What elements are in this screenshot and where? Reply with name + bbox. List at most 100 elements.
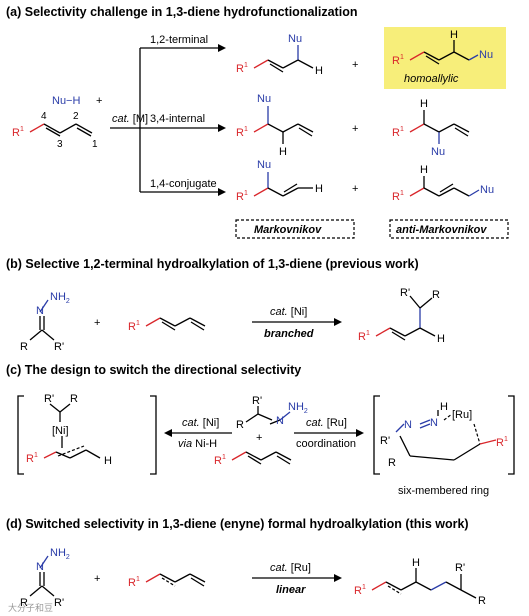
nu-label-p1: Nu — [288, 33, 302, 45]
h-label-ni: H — [104, 455, 112, 467]
r1-label-d-product: R1 — [354, 584, 366, 597]
r1-label-d: R1 — [128, 576, 140, 589]
product-1-4-anti-markovnikov — [409, 176, 480, 197]
r-prime-label-d: R' — [54, 597, 64, 609]
arrow-to-ni — [164, 429, 232, 437]
cat-ru-c: cat. [Ru] — [306, 417, 347, 429]
nu-label-p5: Nu — [257, 159, 271, 171]
r-prime-label-d-product: R' — [455, 562, 465, 574]
n-label-c: N — [276, 415, 284, 427]
r1-label-ni: R1 — [26, 452, 38, 465]
r1-label-ru: R1 — [496, 436, 508, 449]
diene-c — [231, 451, 292, 465]
route-1-4-conjugate: 1,4-conjugate — [150, 178, 217, 190]
r-label-c: R — [236, 419, 244, 431]
anti-markovnikov-box — [389, 219, 509, 239]
nu-label-p4: Nu — [431, 146, 445, 158]
n-label-ru-1: N — [404, 419, 412, 431]
nu-label-homoallylic: Nu — [479, 49, 493, 61]
carbon-number-1: 1 — [92, 139, 98, 150]
branched-label: branched — [264, 328, 314, 340]
ru-complex-bracket — [373, 395, 515, 475]
n-label-b: N — [36, 305, 44, 317]
h-label-d-product: H — [412, 557, 420, 569]
homoallylic-highlight-box — [384, 27, 506, 89]
anti-markovnikov-label: anti-Markovnikov — [396, 224, 487, 236]
ru-complex-ring — [395, 410, 497, 461]
plus-p5: + — [352, 183, 358, 195]
r-prime-label-ru: R' — [380, 435, 390, 447]
plus-p3: + — [352, 123, 358, 135]
markovnikov-box — [235, 219, 355, 239]
nh2-label-b: NH2 — [50, 291, 70, 305]
carbon-number-3: 3 — [57, 139, 63, 150]
ni-complex — [43, 403, 101, 459]
catalyst-ni-b: cat. [Ni] — [270, 306, 307, 318]
r1-label-p5: R1 — [236, 190, 248, 203]
nh2-label-d: NH2 — [50, 547, 70, 561]
catalyst-m-label: cat. [M] — [112, 113, 148, 125]
route-1-2-terminal: 1,2-terminal — [150, 34, 208, 46]
six-membered-ring-label: six-membered ring — [398, 485, 489, 497]
h-label-homoallylic: H — [450, 29, 458, 41]
r1-label-p1: R1 — [236, 62, 248, 75]
plus-d: + — [94, 573, 100, 585]
plus-c: + — [256, 432, 262, 444]
homoallylic-label: homoallylic — [404, 73, 459, 85]
r-label-b: R — [20, 341, 28, 353]
r-label-d: R — [20, 597, 28, 609]
product-1-2-markovnikov — [253, 45, 314, 73]
plus-sign-a: + — [96, 95, 102, 107]
linear-label: linear — [276, 584, 306, 596]
product-homoallylic — [409, 40, 479, 65]
r1-label-b: R1 — [128, 320, 140, 333]
h-label-b-product: H — [437, 333, 445, 345]
r1-label-p6: R1 — [392, 190, 404, 203]
ni-metal-label: [Ni] — [52, 425, 69, 437]
hydrazone-d — [29, 555, 55, 597]
r1-label-p3: R1 — [236, 126, 248, 139]
r-label-ru: R — [388, 457, 396, 469]
diene-enyne-d — [145, 573, 206, 587]
r-label-ni: R — [70, 393, 78, 405]
diene-substrate-a — [29, 123, 93, 137]
product-d-linear — [371, 568, 477, 599]
carbon-number-2: 2 — [73, 111, 79, 122]
h-label-p6: H — [420, 164, 428, 176]
r1-label-a: R1 — [12, 126, 24, 139]
section-c-title: (c) The design to switch the directional… — [6, 363, 301, 377]
nucleophile-reagent: Nu−H — [52, 95, 80, 107]
markovnikov-label: Markovnikov — [254, 224, 322, 236]
product-3-4-anti-markovnikov — [409, 110, 470, 144]
product-1-4-markovnikov — [253, 172, 313, 197]
carbon-number-4: 4 — [41, 111, 47, 122]
r-prime-label-b-product: R' — [400, 287, 410, 299]
cat-ni-c: cat. [Ni] — [182, 417, 219, 429]
r1-label-homoallylic: R1 — [392, 54, 404, 67]
diene-b — [145, 317, 206, 331]
r-prime-label-ni: R' — [44, 393, 54, 405]
plus-b: + — [94, 317, 100, 329]
r-label-d-product: R — [478, 595, 486, 607]
reaction-arrow-b — [252, 318, 342, 326]
ni-complex-bracket — [17, 395, 157, 475]
h-label-p1: H — [315, 65, 323, 77]
catalyst-ru-d: cat. [Ru] — [270, 562, 311, 574]
r-prime-label-c: R' — [252, 395, 262, 407]
h-label-p4: H — [420, 98, 428, 110]
nu-label-p6: Nu — [480, 184, 494, 196]
h-label-p3: H — [279, 146, 287, 158]
nu-label-p3: Nu — [257, 93, 271, 105]
r1-label-c: R1 — [214, 454, 226, 467]
r1-label-b-product: R1 — [358, 330, 370, 343]
n-label-d: N — [36, 561, 44, 573]
watermark: 大分子和豆 — [8, 602, 53, 614]
reaction-arrow-d — [252, 574, 342, 582]
section-b-title: (b) Selective 1,2-terminal hydroalkylati… — [6, 257, 419, 271]
section-d-title: (d) Switched selectivity in 1,3-diene (e… — [6, 517, 469, 531]
via-ni-h-label: via Ni-H — [178, 438, 217, 450]
r-label-b-product: R — [432, 289, 440, 301]
hydrazone-b — [29, 299, 55, 341]
hydrazone-c — [245, 406, 291, 425]
